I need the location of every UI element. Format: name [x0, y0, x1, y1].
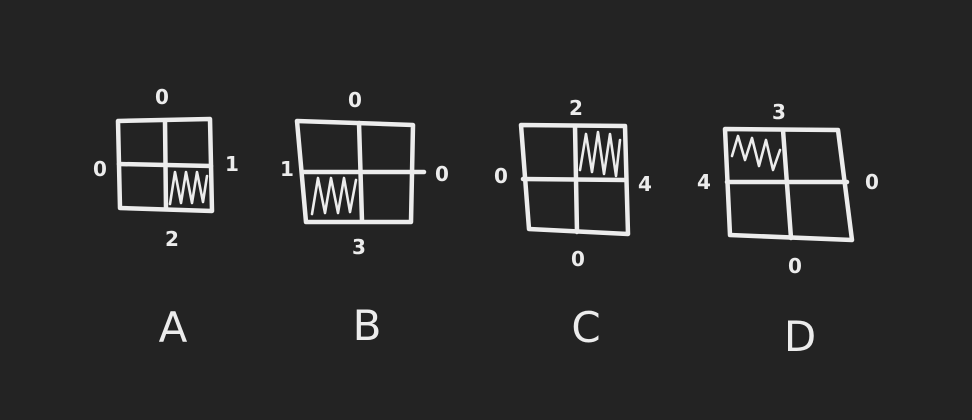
panel-a-bottom-number: 2 — [165, 227, 179, 251]
panel-b-bottom-number: 3 — [352, 235, 366, 259]
panel-d-shading — [730, 134, 782, 172]
panel-b: 0 1 0 3 B — [280, 88, 449, 350]
panel-d-top-number: 3 — [772, 100, 786, 124]
panel-d: 3 4 0 0 D — [697, 100, 879, 361]
panel-b-shading — [310, 176, 358, 216]
panel-b-left-number: 1 — [280, 157, 294, 181]
panel-d-right-number: 0 — [865, 170, 879, 194]
panel-b-grid — [294, 118, 427, 225]
panel-b-label: B — [353, 301, 382, 350]
panel-b-right-number: 0 — [435, 162, 449, 186]
panel-d-bottom-number: 0 — [788, 254, 802, 278]
panel-a-left-number: 0 — [93, 157, 107, 181]
panel-c-shading — [578, 130, 622, 178]
panel-c-top-number: 2 — [569, 96, 583, 120]
panel-c-left-number: 0 — [494, 164, 508, 188]
panel-a-label: A — [159, 303, 188, 352]
panel-c-right-number: 4 — [638, 172, 652, 196]
panel-a-right-number: 1 — [225, 152, 239, 176]
panel-c: 2 0 4 0 C — [494, 96, 652, 352]
panel-d-label: D — [784, 312, 816, 361]
panel-a: 0 0 1 2 A — [93, 85, 239, 352]
panel-d-left-number: 4 — [697, 170, 711, 194]
panel-c-label: C — [571, 303, 600, 352]
panel-a-shading — [168, 170, 209, 206]
panel-a-grid — [115, 116, 215, 214]
panel-c-grid — [518, 122, 631, 237]
panel-c-bottom-number: 0 — [571, 247, 585, 271]
panel-a-top-number: 0 — [155, 85, 169, 109]
panel-b-top-number: 0 — [348, 88, 362, 112]
panel-d-grid — [722, 126, 855, 243]
